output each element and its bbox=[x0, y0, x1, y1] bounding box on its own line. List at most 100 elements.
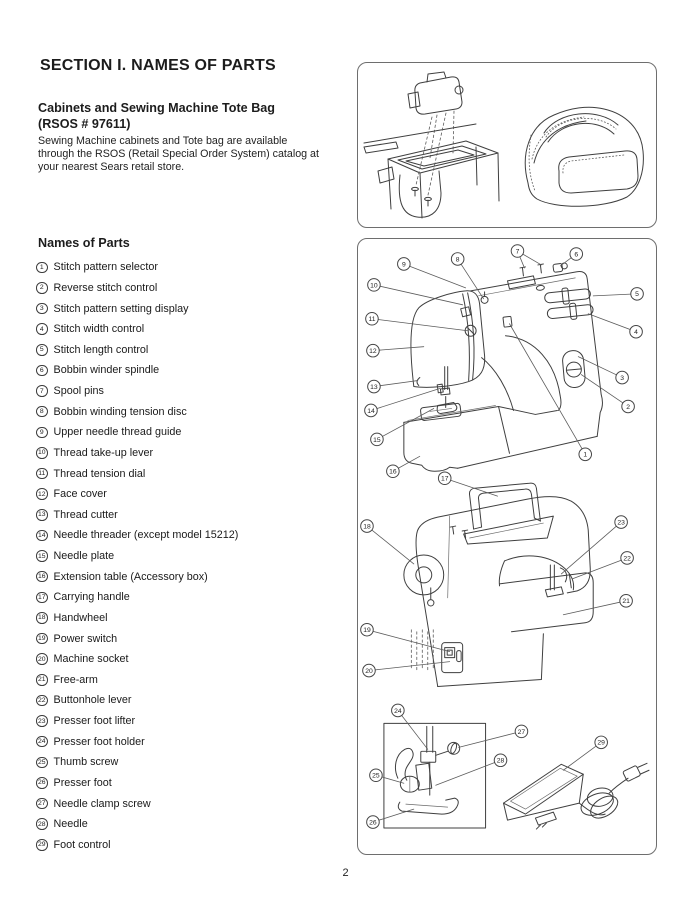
cabinet-tote-illustration bbox=[363, 71, 644, 219]
paragraph-line: Sewing Machine cabinets and Tote bag are… bbox=[38, 135, 288, 147]
callout-number: 29 bbox=[597, 740, 605, 747]
paragraph-line: through the RSOS (Retail Special Order S… bbox=[38, 148, 319, 161]
part-label: Needle bbox=[53, 818, 88, 831]
part-item: 1 Stitch pattern selector bbox=[36, 257, 238, 278]
callout-leader-line bbox=[562, 741, 602, 771]
callout-13 bbox=[367, 379, 381, 394]
callout-number: 18 bbox=[363, 523, 371, 530]
part-item: 5 Stitch length control bbox=[36, 340, 238, 361]
callout-number: 3 bbox=[620, 375, 624, 382]
callout-number: 16 bbox=[389, 469, 397, 476]
part-label: Needle clamp screw bbox=[53, 797, 151, 810]
callout-leader-line bbox=[368, 661, 451, 671]
callout-number: 27 bbox=[518, 729, 526, 736]
callout-number: 6 bbox=[574, 251, 578, 258]
callout-number: 26 bbox=[369, 819, 377, 826]
part-label: Extension table (Accessory box) bbox=[53, 570, 208, 583]
callout-number: 4 bbox=[634, 329, 638, 336]
callout-number: 19 bbox=[363, 627, 371, 634]
tote-bag-illustration bbox=[524, 106, 644, 207]
part-label: Face cover bbox=[53, 488, 107, 501]
callout-4 bbox=[629, 324, 643, 339]
part-number-badge: 21 bbox=[36, 674, 48, 686]
sewing-machine-rear-view bbox=[403, 482, 594, 688]
part-number-badge: 18 bbox=[36, 612, 48, 624]
part-label: Foot control bbox=[53, 838, 111, 851]
part-item: 13 Thread cutter bbox=[36, 505, 238, 526]
callout-number: 10 bbox=[370, 282, 378, 289]
part-item: 26 Presser foot bbox=[36, 773, 238, 794]
part-label: Reverse stitch control bbox=[53, 281, 158, 294]
sewing-machine-front-view bbox=[403, 262, 603, 472]
callout-number: 24 bbox=[394, 708, 402, 715]
callout-21 bbox=[619, 594, 633, 608]
part-label: Machine socket bbox=[53, 653, 129, 666]
callout-10 bbox=[367, 278, 381, 292]
part-label: Presser foot bbox=[53, 776, 112, 789]
part-number-badge: 29 bbox=[36, 839, 48, 851]
part-number-badge: 26 bbox=[36, 777, 48, 789]
part-label: Stitch pattern selector bbox=[53, 261, 158, 274]
callout-16 bbox=[386, 464, 400, 479]
callout-1 bbox=[578, 447, 593, 462]
part-number-badge: 4 bbox=[36, 323, 48, 335]
machine-diagram: 9876105114123132141511617182322211920242… bbox=[360, 244, 650, 830]
callout-number: 14 bbox=[367, 408, 375, 415]
callout-number: 21 bbox=[622, 598, 630, 605]
callout-number: 8 bbox=[456, 256, 460, 263]
callout-leader-line bbox=[366, 629, 451, 653]
callout-19 bbox=[360, 622, 374, 637]
callout-number: 7 bbox=[516, 248, 520, 255]
part-item: 29 Foot control bbox=[36, 835, 238, 856]
part-label: Stitch length control bbox=[53, 343, 149, 356]
callout-leader-line bbox=[562, 600, 627, 616]
part-label: Thumb screw bbox=[53, 756, 119, 769]
callout-28 bbox=[493, 753, 508, 768]
part-number-badge: 14 bbox=[36, 529, 48, 542]
part-label: Needle plate bbox=[53, 550, 115, 563]
part-label: Carrying handle bbox=[53, 591, 130, 604]
callout-25 bbox=[369, 768, 383, 783]
part-label: Bobbin winding tension disc bbox=[53, 405, 187, 418]
callout-leader-line bbox=[458, 730, 522, 748]
part-number-badge: 1 bbox=[36, 261, 48, 274]
part-label: Thread cutter bbox=[53, 508, 118, 521]
callout-26 bbox=[366, 815, 380, 829]
part-number-badge: 3 bbox=[36, 302, 48, 315]
callout-number: 5 bbox=[635, 291, 639, 298]
callout-20 bbox=[362, 663, 376, 678]
callout-number: 1 bbox=[583, 452, 587, 459]
part-number-badge: 17 bbox=[36, 591, 48, 604]
callout-number: 17 bbox=[441, 476, 449, 483]
part-number-badge: 13 bbox=[36, 509, 48, 521]
part-number-badge: 7 bbox=[36, 385, 48, 397]
callout-number: 22 bbox=[623, 555, 631, 562]
callout-leader-line bbox=[560, 521, 622, 575]
callout-leader-line bbox=[444, 477, 498, 497]
cabinet-tote-box bbox=[357, 62, 657, 228]
part-label: Presser foot holder bbox=[53, 735, 145, 748]
part-number-badge: 22 bbox=[36, 694, 48, 707]
callout-number: 23 bbox=[617, 519, 625, 526]
callout-8 bbox=[450, 252, 465, 266]
part-number-badge: 5 bbox=[36, 344, 48, 356]
callout-number: 13 bbox=[370, 384, 378, 391]
callout-15 bbox=[370, 432, 384, 447]
part-label: Thread tension dial bbox=[53, 467, 146, 480]
callout-22 bbox=[620, 551, 634, 565]
callout-23 bbox=[614, 515, 628, 529]
presser-foot-detail bbox=[383, 722, 487, 829]
cabinet-illustration bbox=[363, 71, 500, 219]
